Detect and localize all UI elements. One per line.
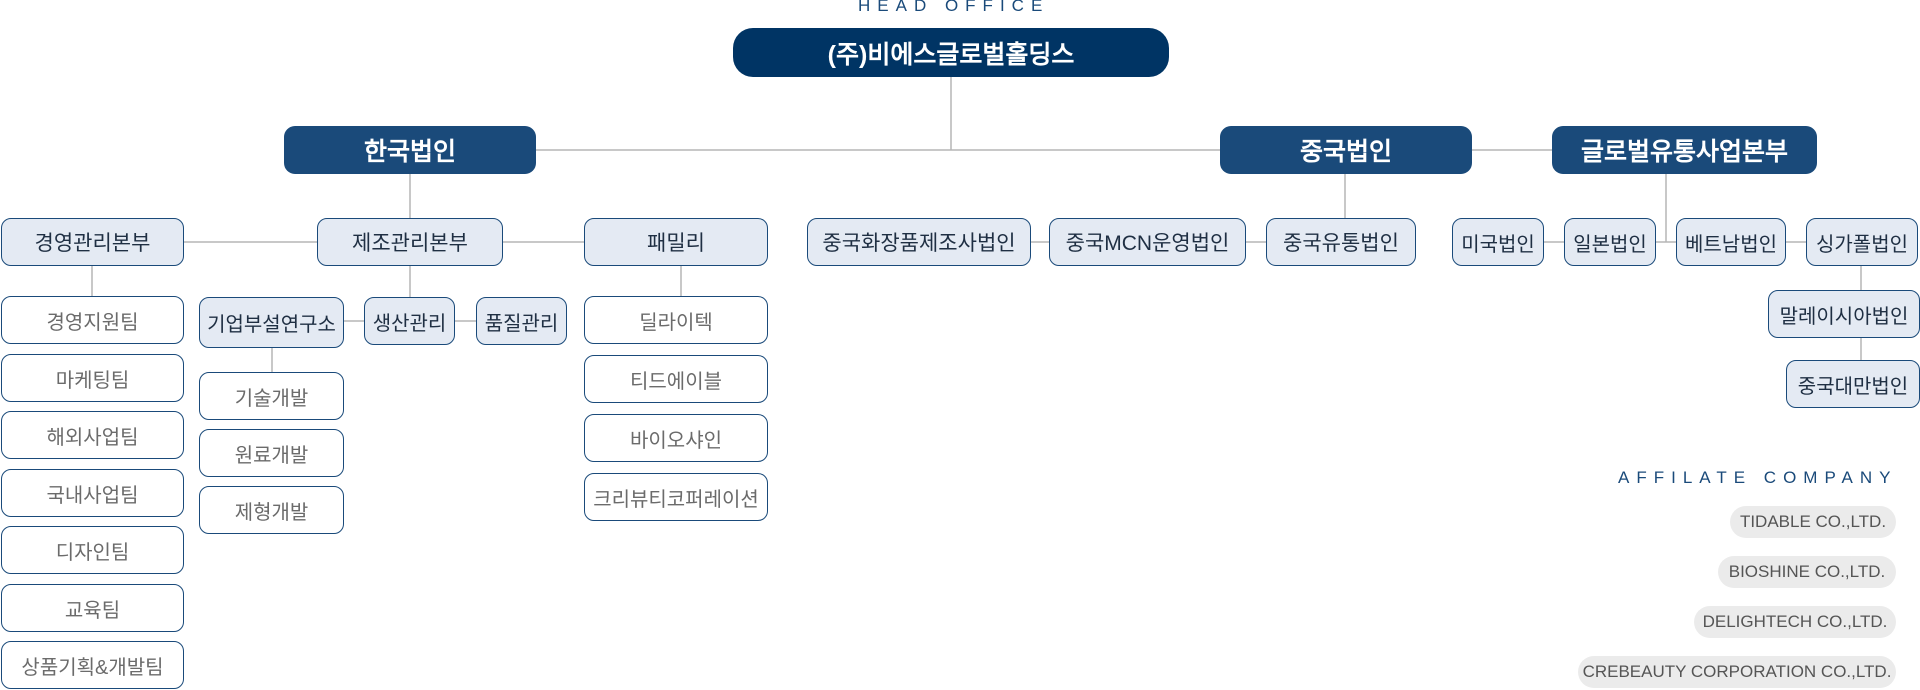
rnd-team-node: 제형개발 <box>199 486 344 534</box>
affiliate-company-pill: DELIGHTECH CO.,LTD. <box>1694 606 1896 638</box>
global-sub-node: 싱가폴법인 <box>1806 218 1918 266</box>
china-corp-node: 중국법인 <box>1220 126 1472 174</box>
head-office-caption: HEAD OFFICE <box>858 0 1050 15</box>
affiliate-company-caption: AFFILATE COMPANY <box>1618 468 1898 487</box>
family-company-node: 바이오샤인 <box>584 414 768 462</box>
management-division-node: 경영관리본부 <box>1 218 184 266</box>
global-sub-node: 중국대만법인 <box>1786 360 1920 408</box>
global-sub-node: 일본법인 <box>1564 218 1656 266</box>
team-node: 경영지원팀 <box>1 296 184 344</box>
china-sub-node: 중국MCN운영법인 <box>1049 218 1246 266</box>
china-sub-node: 중국화장품제조사법인 <box>807 218 1031 266</box>
global-sub-node: 말레이시아법인 <box>1768 290 1920 338</box>
rnd-team-node: 기술개발 <box>199 372 344 420</box>
affiliate-company-pill: TIDABLE CO.,LTD. <box>1730 506 1896 538</box>
family-company-node: 크리뷰티코퍼레이션 <box>584 473 768 521</box>
research-institute-node: 기업부설연구소 <box>199 297 344 348</box>
team-node: 상품기획&개발팀 <box>1 641 184 689</box>
global-sub-node: 베트남법인 <box>1676 218 1786 266</box>
family-company-node: 티드에이블 <box>584 355 768 403</box>
affiliate-company-pill: BIOSHINE CO.,LTD. <box>1718 556 1896 588</box>
korea-corp-node: 한국법인 <box>284 126 536 174</box>
global-sub-node: 미국법인 <box>1452 218 1544 266</box>
team-node: 마케팅팀 <box>1 354 184 402</box>
team-node: 교육팀 <box>1 584 184 632</box>
holding-company-node: (주)비에스글로벌홀딩스 <box>733 28 1169 77</box>
rnd-team-node: 원료개발 <box>199 429 344 477</box>
manufacturing-division-node: 제조관리본부 <box>317 218 503 266</box>
family-company-node: 딜라이텍 <box>584 296 768 344</box>
team-node: 디자인팀 <box>1 526 184 574</box>
team-node: 국내사업팀 <box>1 469 184 517</box>
quality-control-node: 품질관리 <box>476 297 567 345</box>
family-division-node: 패밀리 <box>584 218 768 266</box>
team-node: 해외사업팀 <box>1 411 184 459</box>
affiliate-company-pill: CREBEAUTY CORPORATION CO.,LTD. <box>1578 656 1896 688</box>
production-control-node: 생산관리 <box>364 297 455 345</box>
china-sub-node: 중국유통법인 <box>1266 218 1416 266</box>
global-distribution-node: 글로벌유통사업본부 <box>1552 126 1817 174</box>
